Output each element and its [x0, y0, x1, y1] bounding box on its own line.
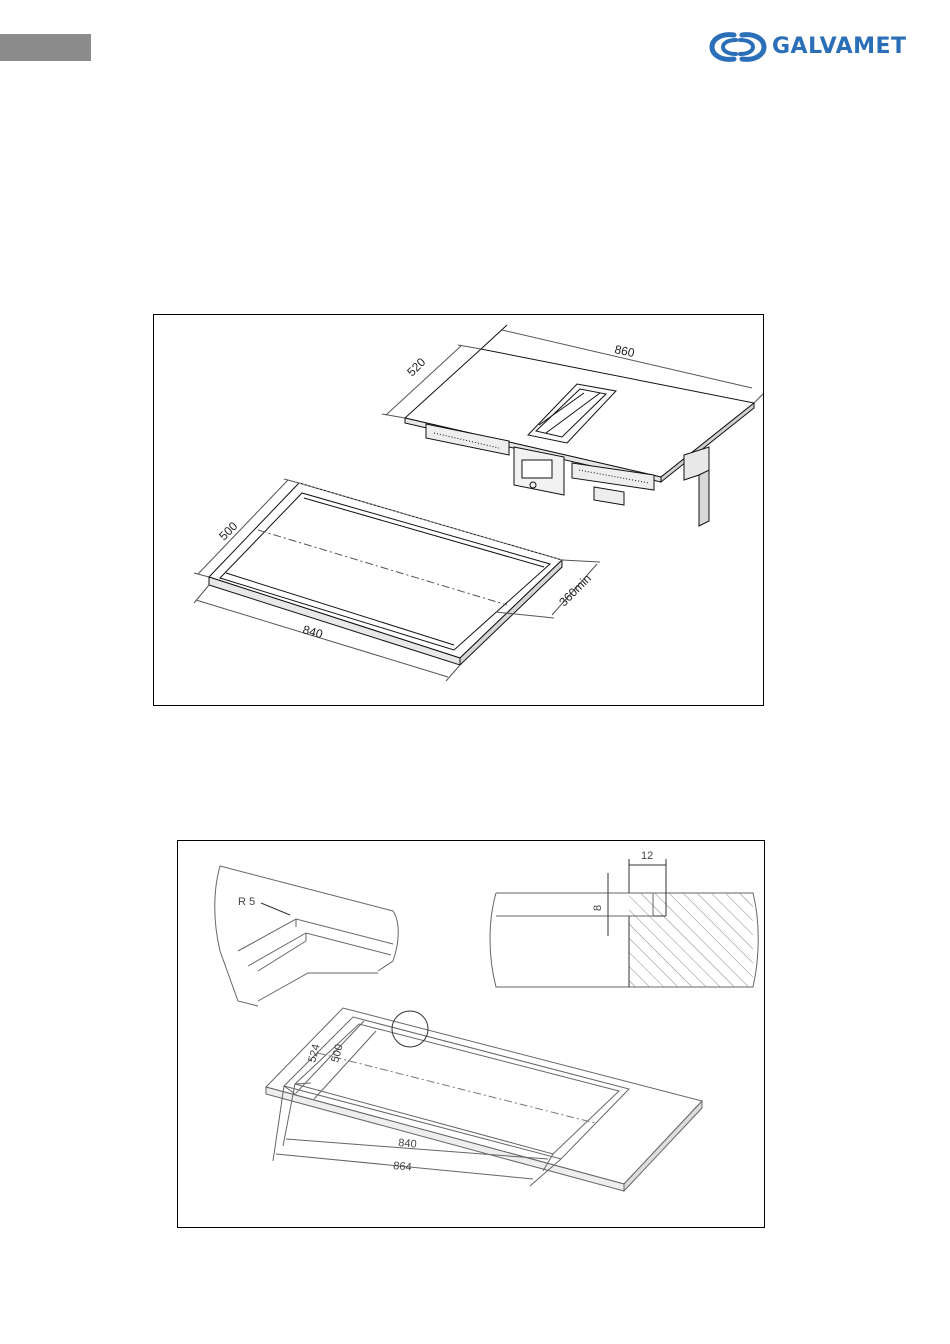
galvamet-wave-icon — [706, 28, 770, 66]
brand-name: GALVAMET — [772, 34, 907, 59]
page-tab-marker — [0, 34, 91, 61]
dim-inner-width: 840 — [398, 1137, 417, 1151]
dim-cutout-depth: 500 — [216, 519, 240, 543]
dim-hob-width: 860 — [613, 342, 636, 360]
dim-hob-depth: 520 — [404, 355, 428, 379]
brand-logo: GALVAMET — [706, 28, 906, 66]
dim-rebate-width: 12 — [641, 850, 653, 862]
dim-inner-depth: 500 — [329, 1043, 345, 1064]
dim-clearance: 360min — [556, 571, 594, 609]
label-corner-radius: R 5 — [238, 896, 255, 908]
dim-outer-width: 864 — [393, 1160, 412, 1174]
hob-dimension-drawing: 860 520 500 840 360min — [153, 314, 764, 706]
dim-rebate-depth: 8 — [592, 905, 604, 911]
hob-drawing-svg: 860 520 500 840 360min — [154, 315, 763, 705]
dim-cutout-width: 840 — [301, 622, 324, 641]
cutout-detail-drawing: R 5 12 8 500 524 840 864 — [177, 840, 765, 1228]
cutout-drawing-svg: R 5 12 8 500 524 840 864 — [178, 841, 764, 1227]
